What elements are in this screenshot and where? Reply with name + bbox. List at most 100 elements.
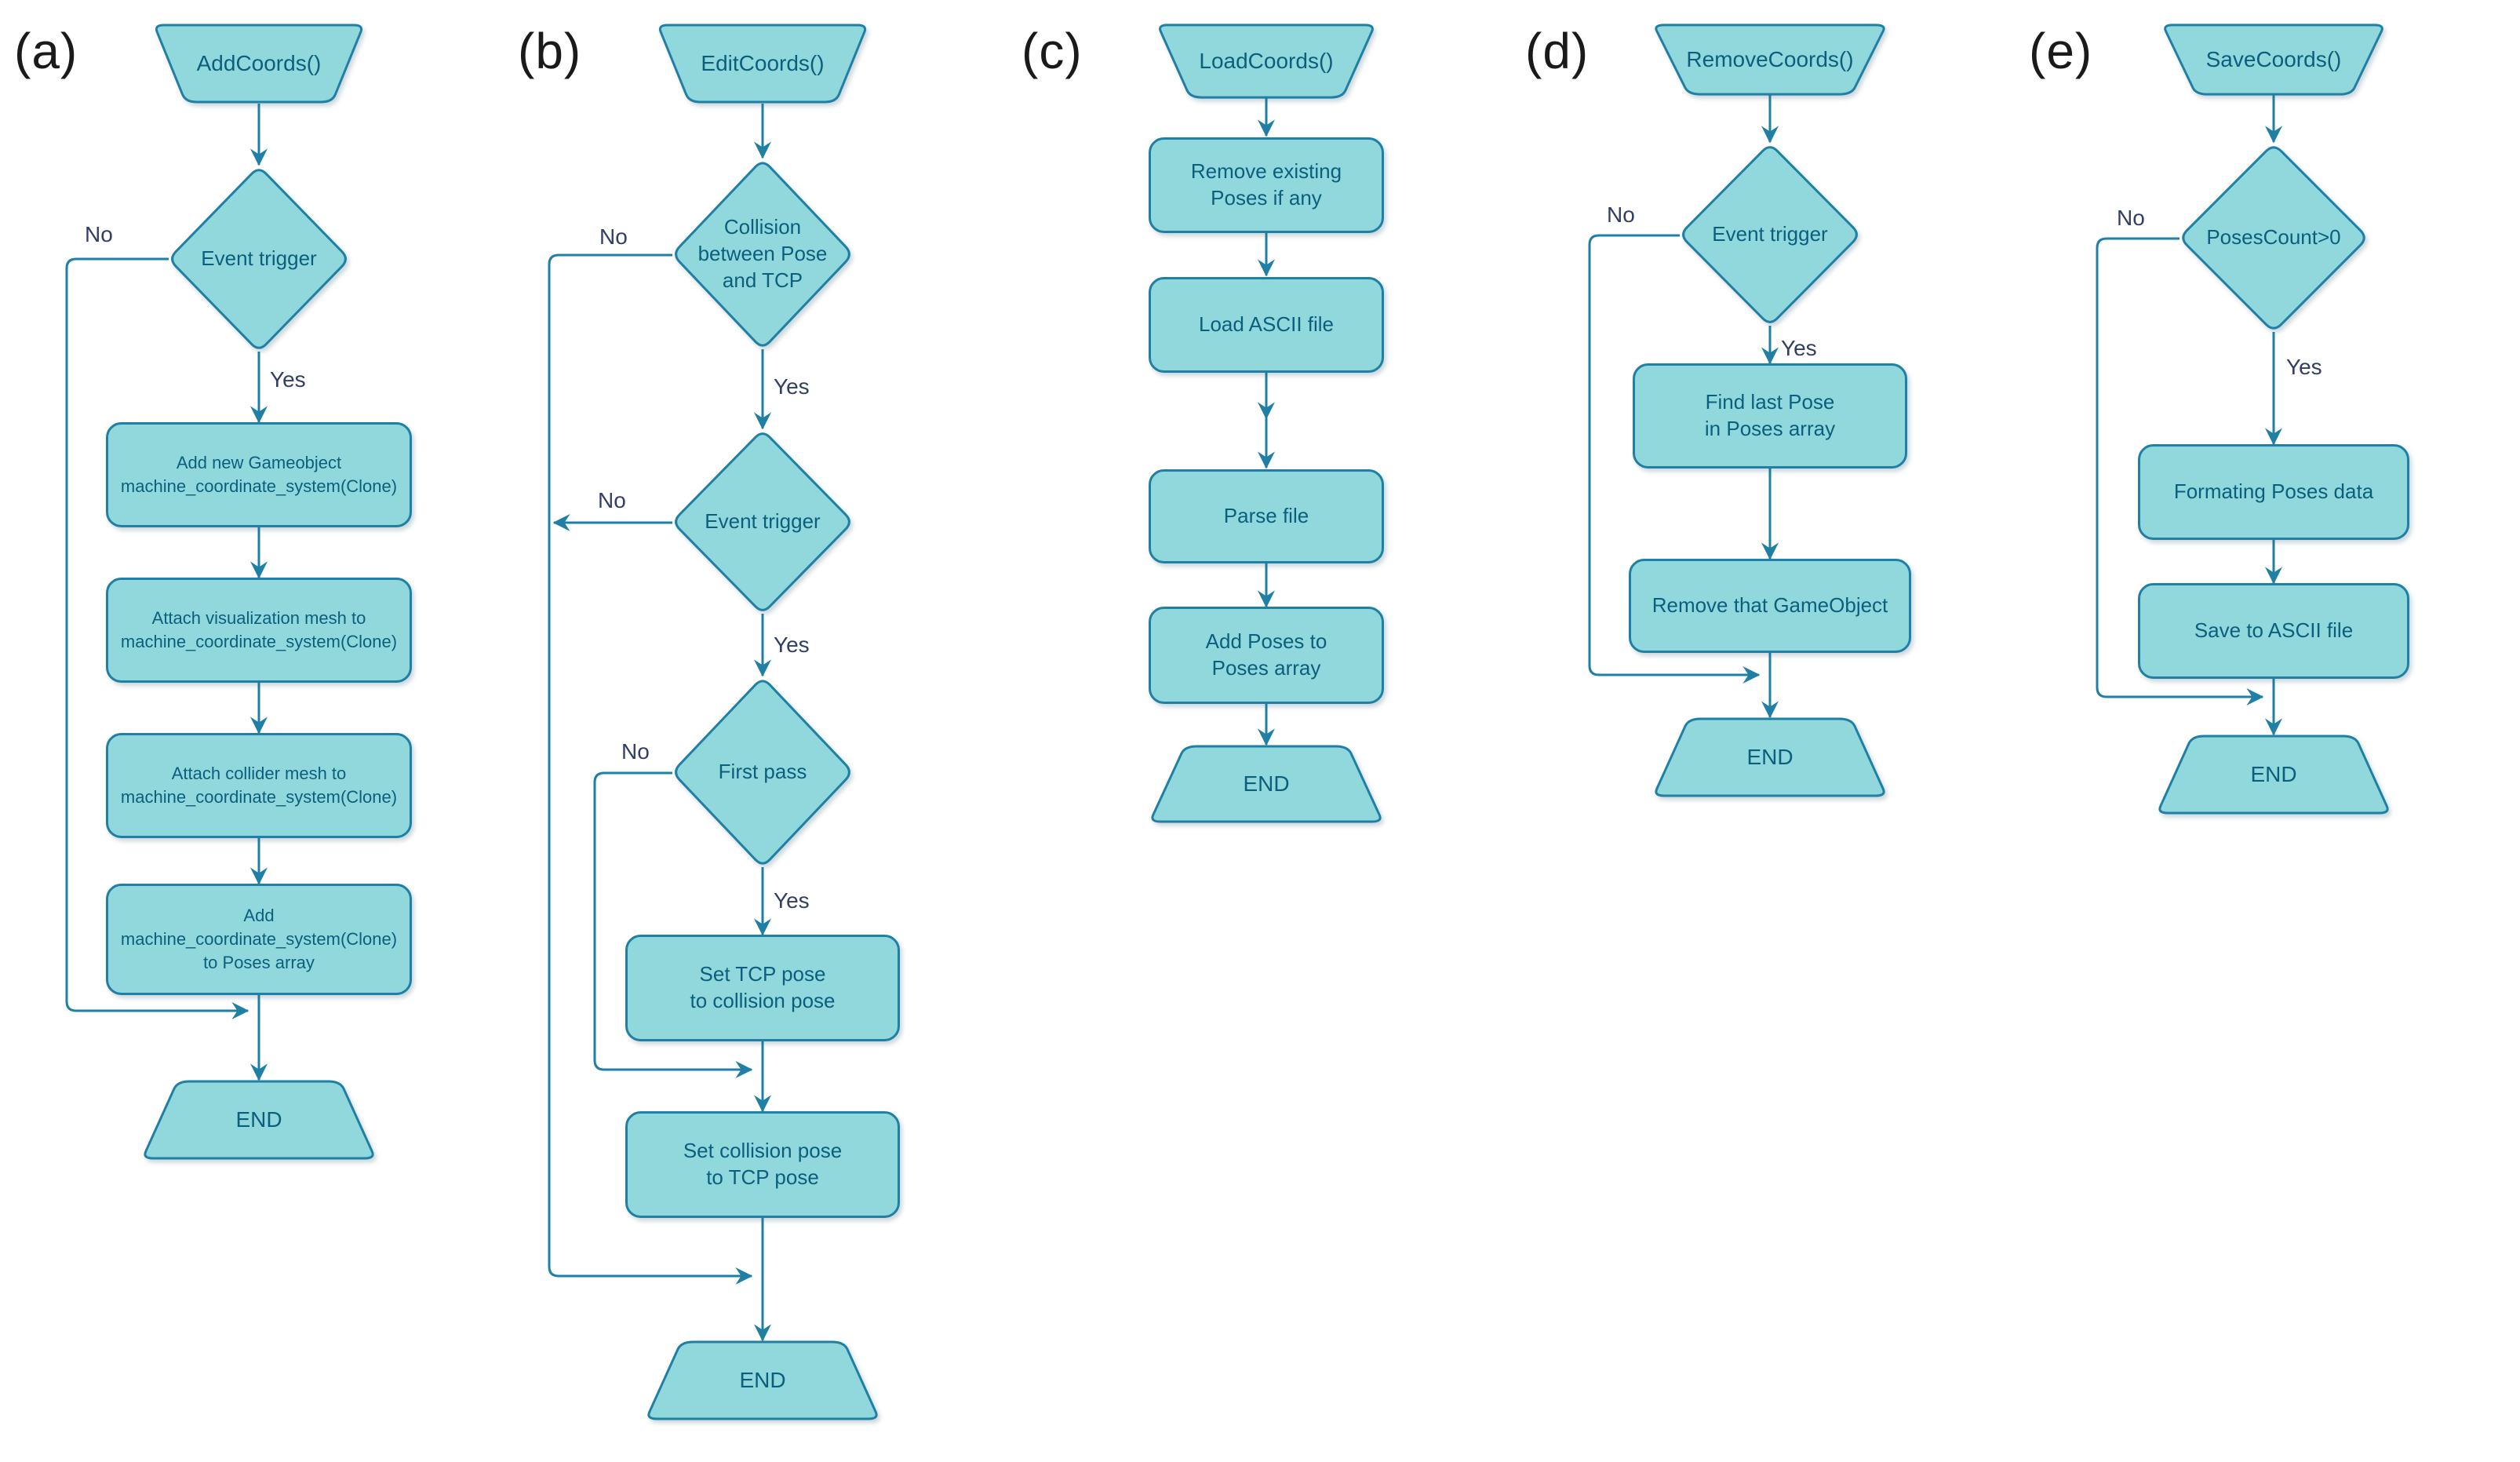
c-process2-label: Load ASCII file (1199, 312, 1334, 337)
e-yes-label: Yes (2286, 355, 2322, 379)
b-decision3-label: First pass (718, 760, 807, 784)
b-no2-label: No (598, 488, 626, 512)
b-no3-label: No (621, 739, 650, 764)
flowchart-a: (a) AddCoords() Event trigger No Yes Add… (0, 0, 504, 1462)
a-start-label: AddCoords() (196, 50, 322, 75)
figure-label-a: (a) (14, 23, 78, 79)
process-rect-shape (1149, 469, 1384, 563)
d-start-terminal: RemoveCoords() (1652, 24, 1888, 96)
d-yes-label: Yes (1781, 336, 1817, 360)
e-end-label: END (2250, 761, 2297, 786)
a-end-terminal: END (141, 1080, 377, 1160)
flowchart-c: (c) LoadCoords() Remove existing Poses i… (1007, 0, 1511, 1462)
b-decision1-label: Collision between Pose and TCP (697, 215, 828, 292)
c-start-label: LoadCoords() (1199, 48, 1334, 73)
c-process3-label: Parse file (1223, 504, 1309, 528)
b-decision-first-pass: First pass (672, 677, 853, 867)
d-end-label: END (1746, 744, 1793, 769)
d-edge-no-branch (1588, 234, 1761, 684)
start-trapezoid-shape (657, 24, 869, 104)
b-process-set-collision-pose: Set collision pose to TCP pose (625, 1111, 900, 1218)
e-process-save-ascii: Save to ASCII file (2138, 583, 2409, 679)
d-process2-label: Remove that GameObject (1651, 593, 1888, 618)
process-rect-shape (1149, 607, 1384, 704)
process-rect-shape (1633, 363, 1907, 468)
c-end-terminal: END (1149, 745, 1384, 823)
d-end-terminal: END (1652, 717, 1888, 797)
flowchart-b: (b) EditCoords() Collision between Pose … (504, 0, 1007, 1462)
figure-label-d: (d) (1525, 23, 1590, 79)
end-trapezoid-shape (2156, 735, 2391, 815)
b-decision-event-trigger: Event trigger (672, 430, 853, 614)
e-no-label: No (2117, 206, 2145, 230)
flowchart-b-connectors (548, 104, 772, 1342)
process-rect-shape (106, 578, 412, 683)
a-edge-no-branch (65, 257, 249, 1020)
a-process4-label: Add machine_coordinate_system(Clone) to … (120, 906, 398, 972)
e-edge-no-branch (2096, 237, 2264, 706)
d-process-find-last-pose: Find last Pose in Poses array (1633, 363, 1907, 468)
b-no1-label: No (599, 224, 628, 249)
decision-diamond-shape (169, 166, 349, 352)
flowchart-d-connectors (1588, 94, 1779, 719)
a-process-attach-visualization-mesh: Attach visualization mesh to machine_coo… (106, 578, 412, 683)
process-rect-shape (1629, 559, 1911, 653)
c-process-add-poses-to-array: Add Poses to Poses array (1149, 607, 1384, 704)
flowchart-d: (d) RemoveCoords() Event trigger No Yes … (1511, 0, 2015, 1462)
a-process2-label: Attach visualization mesh to machine_coo… (120, 608, 398, 651)
a-end-label: END (235, 1107, 282, 1132)
start-trapezoid-shape (153, 24, 365, 104)
b-end-label: END (739, 1367, 786, 1392)
process-rect-shape (2138, 583, 2409, 679)
decision-diamond-shape (672, 677, 853, 867)
a-process-add-to-poses-array: Add machine_coordinate_system(Clone) to … (106, 884, 412, 995)
process-rect-shape (106, 733, 412, 838)
a-process-add-gameobject: Add new Gameobject machine_coordinate_sy… (106, 422, 412, 527)
decision-diamond-shape (2180, 144, 2368, 332)
figure-label-b: (b) (518, 23, 582, 79)
b-edge-no3-branch (593, 771, 753, 1079)
c-process1-label: Remove existing Poses if any (1190, 159, 1342, 210)
b-yes1-label: Yes (774, 374, 810, 399)
a-no-label: No (85, 222, 113, 246)
c-end-label: END (1243, 771, 1290, 796)
end-trapezoid-shape (1652, 717, 1888, 797)
e-end-terminal: END (2156, 735, 2391, 815)
process-rect-shape (106, 884, 412, 995)
start-trapezoid-shape (1652, 24, 1888, 96)
e-start-label: SaveCoords() (2205, 46, 2342, 71)
end-trapezoid-shape (1149, 745, 1384, 823)
start-trapezoid-shape (2161, 24, 2386, 96)
process-rect-shape (1149, 137, 1384, 233)
b-edge-no1-branch (548, 253, 753, 1285)
c-process4-label: Add Poses to Poses array (1205, 629, 1327, 680)
process-rect-shape (625, 1111, 900, 1218)
process-rect-shape (625, 935, 900, 1041)
end-trapezoid-shape (141, 1080, 377, 1160)
e-decision-label: PosesCount>0 (2206, 225, 2341, 250)
flowchart-e: (e) SaveCoords() PosesCount>0 No Yes For… (2015, 0, 2518, 1462)
b-decision-collision: Collision between Pose and TCP (672, 159, 853, 349)
e-decision-poses-count: PosesCount>0 (2180, 144, 2368, 332)
process-rect-shape (106, 422, 412, 527)
b-process1-label: Set TCP pose to collision pose (690, 962, 836, 1012)
b-decision2-label: Event trigger (705, 509, 821, 534)
a-start-terminal: AddCoords() (153, 24, 365, 104)
c-process-remove-existing-poses: Remove existing Poses if any (1149, 137, 1384, 233)
e-process1-label: Formating Poses data (2173, 479, 2374, 504)
flowchart-c-connectors (1257, 98, 1276, 746)
b-process2-label: Set collision pose to TCP pose (683, 1139, 843, 1189)
e-process2-label: Save to ASCII file (2194, 618, 2354, 643)
d-process-remove-gameobject: Remove that GameObject (1629, 559, 1911, 653)
figure-label-e: (e) (2029, 23, 2093, 79)
start-trapezoid-shape (1156, 24, 1376, 99)
figure-label-c: (c) (1021, 23, 1083, 79)
end-trapezoid-shape (645, 1340, 880, 1420)
b-yes2-label: Yes (774, 633, 810, 657)
d-decision-event-trigger: Event trigger (1680, 144, 1860, 326)
process-rect-shape (1149, 277, 1384, 373)
e-process-formating-poses: Formating Poses data (2138, 444, 2409, 540)
b-end-terminal: END (645, 1340, 880, 1420)
d-no-label: No (1607, 202, 1635, 227)
